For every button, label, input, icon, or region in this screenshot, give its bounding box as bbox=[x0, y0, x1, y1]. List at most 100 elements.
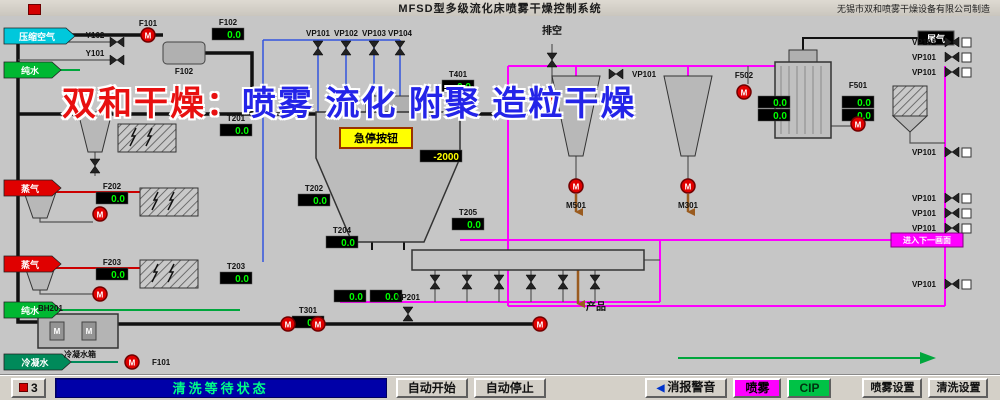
valve[interactable] bbox=[546, 52, 558, 68]
page-number-button[interactable]: 3 bbox=[11, 377, 46, 398]
valve[interactable] bbox=[944, 51, 960, 63]
lightning-icon bbox=[129, 127, 137, 147]
valve[interactable] bbox=[525, 274, 537, 290]
pump-motor[interactable]: M bbox=[544, 92, 560, 108]
valve-status-box bbox=[961, 37, 972, 48]
value-display: 0.0 bbox=[333, 289, 367, 303]
lightning-icon bbox=[167, 191, 175, 211]
pump-motor[interactable]: M bbox=[532, 316, 548, 332]
display-value: 0.0 bbox=[235, 126, 249, 137]
lightning-icon bbox=[151, 191, 159, 211]
cyclone-top-left[interactable] bbox=[77, 111, 113, 153]
diagram-label: 冷凝水箱 bbox=[64, 349, 96, 359]
flow-arrow-label: 压缩空气 bbox=[19, 31, 55, 42]
diagram-label: 排空 bbox=[542, 24, 562, 37]
mute-alarm-button[interactable]: ◀消报警音 bbox=[644, 377, 728, 398]
pump-motor[interactable]: M bbox=[140, 27, 156, 43]
valve-status-box bbox=[961, 193, 972, 204]
valve[interactable] bbox=[944, 207, 960, 219]
emergency-stop-label: 急停按钮 bbox=[354, 131, 398, 145]
valve-label: VP101 bbox=[912, 194, 937, 203]
clean-settings-button[interactable]: 清洗设置 bbox=[928, 377, 989, 398]
display-value: 0.0 bbox=[467, 220, 481, 231]
status-bar: 清洗等待状态 bbox=[54, 377, 387, 398]
flow-arrow-label: 冷凝水 bbox=[21, 357, 49, 368]
cip-mode-button[interactable]: CIP bbox=[787, 377, 832, 398]
valve[interactable] bbox=[944, 192, 960, 204]
heat-exchanger-1 bbox=[117, 123, 177, 153]
lightning-icon bbox=[151, 263, 159, 283]
display-value: -2000 bbox=[433, 152, 459, 163]
condenser-tower bbox=[774, 49, 832, 139]
pump-motor-label: M bbox=[741, 89, 748, 98]
valve[interactable] bbox=[109, 54, 125, 66]
valve[interactable] bbox=[402, 306, 414, 322]
valve-label: VP101 bbox=[912, 209, 937, 218]
value-display: T201 0.0 bbox=[219, 114, 253, 137]
pump-motor[interactable]: M bbox=[280, 316, 296, 332]
value-display: T205 0.0 bbox=[451, 208, 485, 231]
display-tag-label: T205 bbox=[459, 208, 478, 217]
pump-motor-label: M bbox=[145, 32, 152, 41]
pump-motor[interactable]: M bbox=[568, 178, 584, 194]
diagram-label: BH201 bbox=[38, 304, 63, 313]
corner-system-icon[interactable] bbox=[28, 4, 41, 15]
pump-motor-label: M bbox=[129, 359, 136, 368]
pump-motor-label: M bbox=[97, 211, 104, 220]
pump-motor[interactable]: M bbox=[92, 206, 108, 222]
pump-motor[interactable]: M bbox=[92, 286, 108, 302]
display-value: 0.0 bbox=[857, 98, 871, 109]
page-title: MFSD型多级流化床喷雾干燥控制系统 bbox=[398, 3, 602, 15]
cyclone-right-1[interactable] bbox=[551, 75, 601, 157]
pump-motor[interactable]: M bbox=[310, 316, 326, 332]
pump-motor[interactable]: M bbox=[850, 116, 866, 132]
valve[interactable] bbox=[944, 36, 960, 48]
valve[interactable] bbox=[340, 40, 352, 56]
valve[interactable] bbox=[944, 66, 960, 78]
pipes-black bbox=[16, 33, 534, 326]
cyclone-right-2[interactable] bbox=[663, 75, 713, 157]
valve[interactable] bbox=[394, 40, 406, 56]
display-value: 0.0 bbox=[111, 270, 125, 281]
valve[interactable] bbox=[944, 222, 960, 234]
valve[interactable] bbox=[461, 274, 473, 290]
valve[interactable] bbox=[589, 274, 601, 290]
flow-arrow-label: 蒸气 bbox=[21, 183, 39, 194]
display-tag-label: T201 bbox=[227, 114, 246, 123]
auto-start-button[interactable]: 自动开始 bbox=[395, 377, 468, 398]
display-value: 0.0 bbox=[857, 111, 871, 122]
valve[interactable] bbox=[557, 274, 569, 290]
valve[interactable] bbox=[493, 274, 505, 290]
emergency-stop-button[interactable]: 急停按钮 bbox=[339, 127, 413, 149]
valve[interactable] bbox=[312, 40, 324, 56]
spray-settings-button[interactable]: 喷雾设置 bbox=[862, 377, 923, 398]
green-flow-arrowhead bbox=[920, 352, 936, 364]
page-number-label: 3 bbox=[31, 380, 38, 395]
valve-label: VP101 bbox=[912, 68, 937, 77]
valve[interactable] bbox=[944, 146, 960, 158]
valve[interactable] bbox=[944, 278, 960, 290]
valve[interactable] bbox=[429, 274, 441, 290]
valve[interactable] bbox=[608, 68, 624, 80]
display-tag-label: T204 bbox=[333, 226, 352, 235]
pump-motor[interactable]: M bbox=[736, 84, 752, 100]
valve-label: VP103 bbox=[362, 29, 387, 38]
valve[interactable] bbox=[89, 158, 101, 174]
pump-motor[interactable]: M bbox=[680, 178, 696, 194]
auto-stop-button[interactable]: 自动停止 bbox=[473, 377, 546, 398]
flow-arrow: 冷凝水 bbox=[3, 353, 72, 371]
pump-motor[interactable]: M bbox=[124, 354, 140, 370]
spray-mode-button[interactable]: 喷雾 bbox=[733, 377, 782, 398]
mixer-motor-label: M bbox=[54, 327, 61, 336]
display-value: 0.0 bbox=[349, 292, 363, 303]
blower-f102[interactable] bbox=[162, 41, 206, 65]
valve[interactable] bbox=[368, 40, 380, 56]
value-display: 0.0 bbox=[757, 95, 791, 109]
next-screen-button[interactable]: 进入下一画面 bbox=[890, 232, 964, 248]
diagram-label: Y101 bbox=[86, 49, 105, 58]
valve-label: VP101 bbox=[912, 38, 937, 47]
valve-label: VP102 bbox=[334, 29, 359, 38]
display-value: 0.0 bbox=[313, 196, 327, 207]
valve[interactable] bbox=[109, 36, 125, 48]
